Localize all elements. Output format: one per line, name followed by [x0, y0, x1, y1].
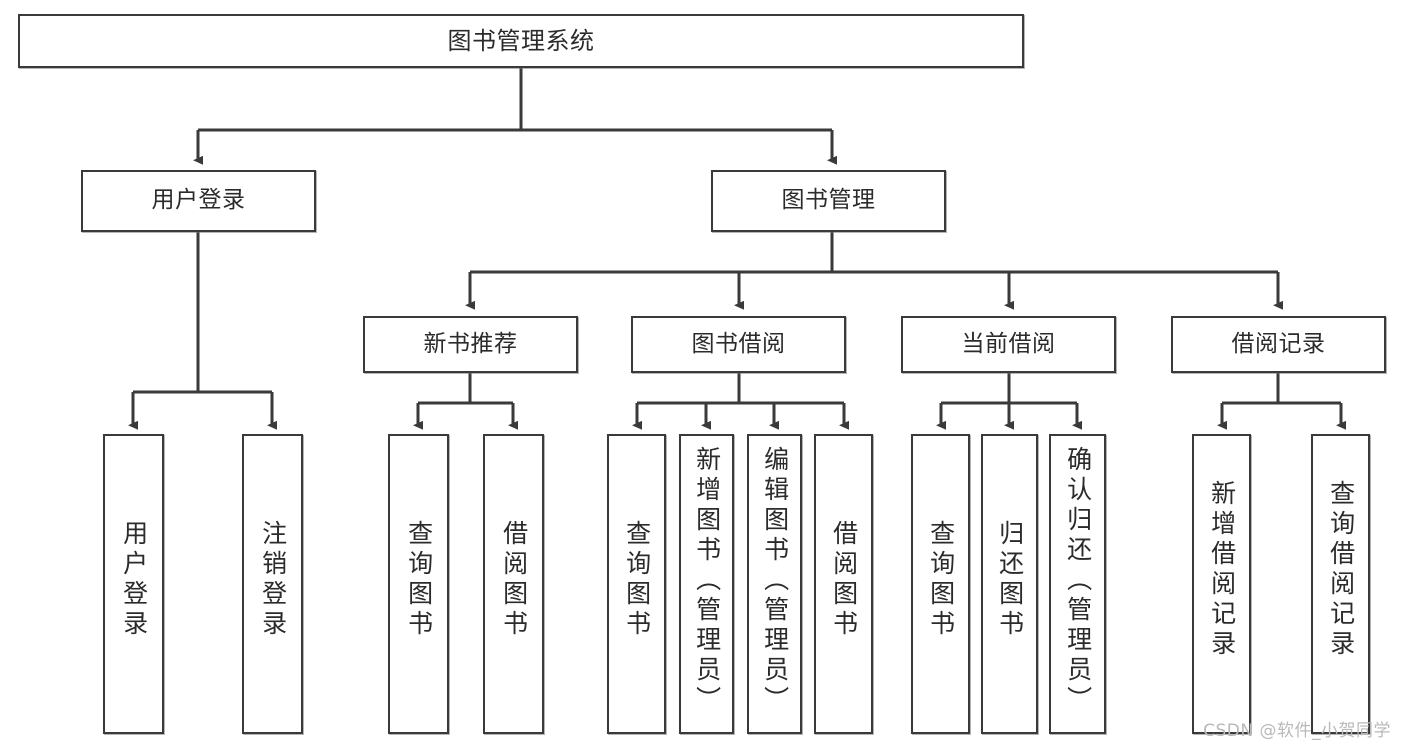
- node-book-borrow[interactable]: 图书借阅: [631, 316, 846, 373]
- leaf-edit-book[interactable]: 编辑图书（管理员）: [747, 434, 802, 734]
- node-book-manage[interactable]: 图书管理: [711, 170, 946, 232]
- csdn-watermark: CSDN @软件_小贺同学: [1203, 721, 1391, 741]
- node-label: 编辑图书（管理员）: [760, 446, 790, 716]
- node-label: 查询借阅记录: [1326, 480, 1356, 660]
- node-label: 借阅图书: [499, 520, 529, 640]
- node-label: 查询图书: [622, 520, 652, 640]
- node-label: 用户登录: [151, 187, 246, 214]
- leaf-borrow-book-2[interactable]: 借阅图书: [814, 434, 873, 734]
- node-label: 新书推荐: [423, 330, 518, 357]
- leaf-query-book-2[interactable]: 查询图书: [607, 434, 666, 734]
- leaf-add-book[interactable]: 新增图书（管理员）: [679, 434, 734, 734]
- node-label: 新增图书（管理员）: [692, 446, 722, 716]
- node-label: 当前借阅: [961, 330, 1056, 357]
- node-current-borrow[interactable]: 当前借阅: [901, 316, 1116, 373]
- leaf-add-record[interactable]: 新增借阅记录: [1192, 434, 1251, 734]
- node-label: 图书管理: [781, 187, 876, 214]
- node-label: 归还图书: [995, 520, 1025, 640]
- node-new-book-recommend[interactable]: 新书推荐: [363, 316, 578, 373]
- leaf-logout-login[interactable]: 注销登录: [242, 434, 303, 734]
- node-root-system[interactable]: 图书管理系统: [18, 14, 1024, 68]
- node-label: 图书管理系统: [447, 26, 595, 55]
- node-label: 借阅图书: [829, 520, 859, 640]
- leaf-borrow-book-1[interactable]: 借阅图书: [483, 434, 544, 734]
- leaf-query-record[interactable]: 查询借阅记录: [1311, 434, 1370, 734]
- node-user-login[interactable]: 用户登录: [81, 170, 316, 232]
- node-label: 新增借阅记录: [1207, 480, 1237, 660]
- leaf-confirm-return[interactable]: 确认归还（管理员）: [1049, 434, 1106, 734]
- node-label: 借阅记录: [1231, 330, 1326, 357]
- leaf-query-book-1[interactable]: 查询图书: [388, 434, 449, 734]
- node-borrow-record[interactable]: 借阅记录: [1171, 316, 1386, 373]
- node-label: 注销登录: [258, 520, 288, 640]
- node-label: 查询图书: [926, 520, 956, 640]
- leaf-query-book-3[interactable]: 查询图书: [911, 434, 970, 734]
- node-label: 图书借阅: [691, 330, 786, 357]
- node-label: 确认归还（管理员）: [1063, 446, 1093, 716]
- leaf-return-book[interactable]: 归还图书: [981, 434, 1038, 734]
- node-label: 用户登录: [119, 520, 149, 640]
- node-label: 查询图书: [404, 520, 434, 640]
- leaf-user-login[interactable]: 用户登录: [103, 434, 164, 734]
